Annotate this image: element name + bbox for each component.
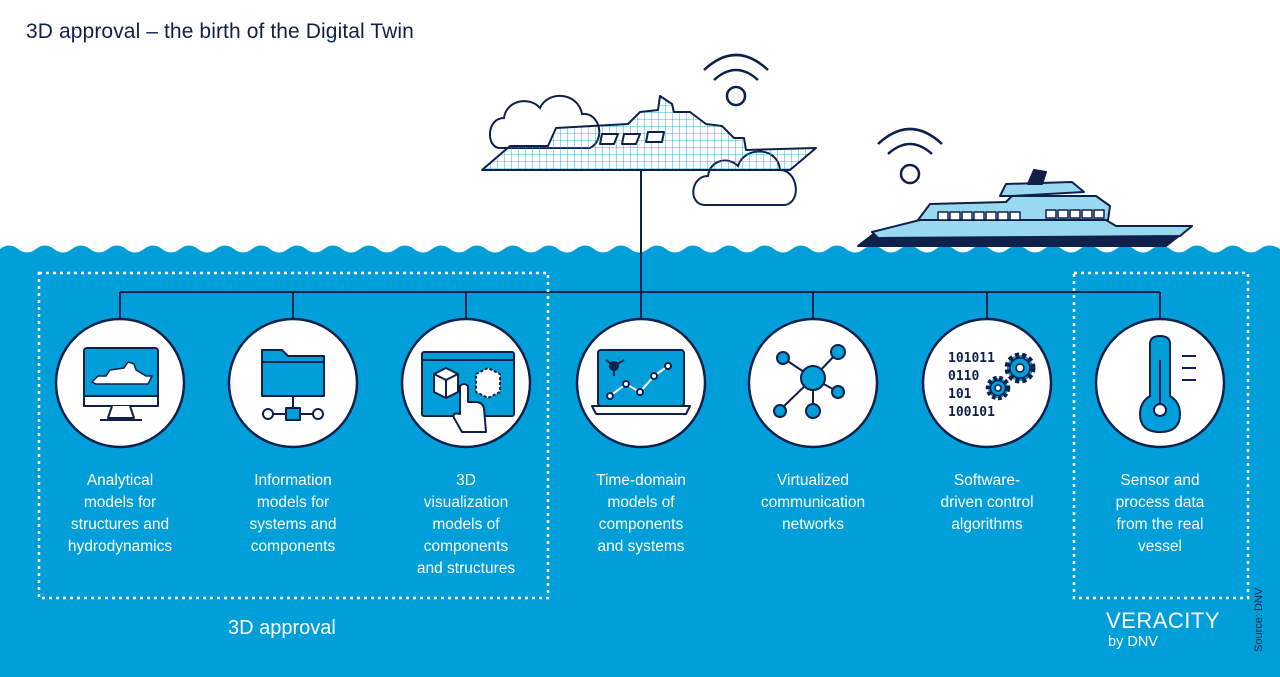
gear-icon <box>1004 352 1036 384</box>
gear-icon <box>985 375 1011 401</box>
3d-cubes-hand-icon <box>421 351 515 433</box>
3d-approval-frame <box>37 271 550 600</box>
folder-network-icon <box>261 349 325 421</box>
binary-line: 101011 <box>948 351 995 366</box>
source-note: Source: DNV <box>1253 587 1265 652</box>
thermometer-icon <box>1138 334 1196 434</box>
binary-gears-icon: 101011 0110 101 100101 <box>948 351 1036 420</box>
veracity-frame <box>1072 271 1250 600</box>
brand-sub: by DNV <box>1108 634 1158 650</box>
veracity-logo: VERACITY by DNV <box>1106 609 1220 651</box>
binary-line: 0110 <box>948 369 979 384</box>
digital-twin-ship-icon <box>481 95 817 171</box>
binary-line: 100101 <box>948 405 995 420</box>
wifi-signal-icon <box>703 53 769 107</box>
brand-name: VERACITY <box>1106 608 1221 633</box>
wifi-signal-icon <box>877 127 943 185</box>
monitor-ship-icon <box>83 347 159 421</box>
connector-lines <box>119 170 1161 320</box>
real-vessel-icon <box>857 169 1193 247</box>
laptop-graph-icon <box>591 349 691 415</box>
page-title: 3D approval – the birth of the Digital T… <box>26 20 414 43</box>
node-circle <box>921 317 1053 449</box>
binary-line: 101 <box>948 387 972 402</box>
group-label-3d-approval: 3D approval <box>228 617 336 639</box>
network-hub-icon <box>773 344 846 419</box>
